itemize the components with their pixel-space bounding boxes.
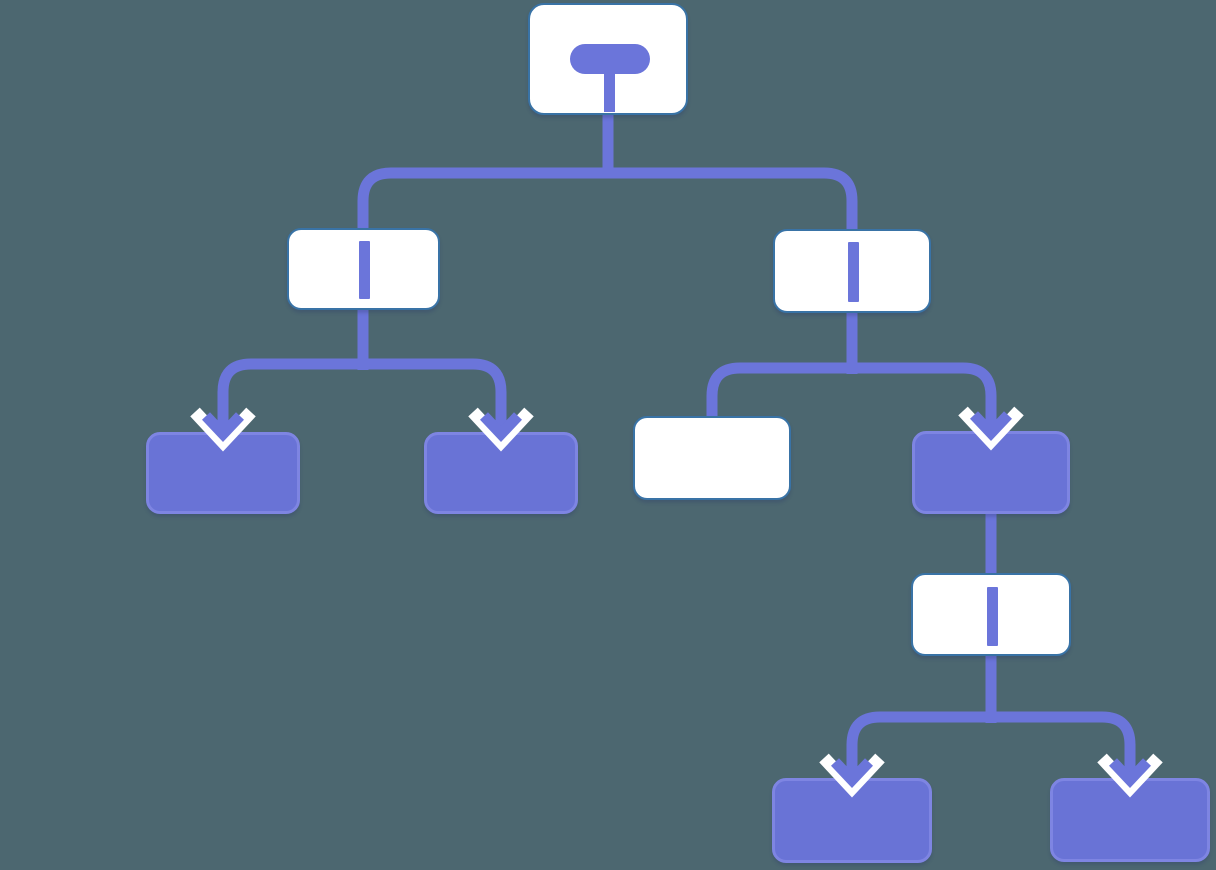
node-leaf-f[interactable] — [1050, 778, 1210, 862]
node-c[interactable] — [633, 416, 791, 500]
vertical-line-glyph — [848, 242, 859, 302]
vertical-line-glyph — [987, 587, 998, 646]
edge-root-to-branches — [357, 167, 858, 230]
edge-branch-lower-to-leaves — [846, 711, 1136, 772]
node-root[interactable] — [528, 3, 688, 115]
edge-branch-left-to-leaves — [217, 358, 507, 426]
node-leaf-b[interactable] — [424, 432, 578, 514]
node-leaf-e[interactable] — [772, 778, 932, 863]
node-leaf-a[interactable] — [146, 432, 300, 514]
node-branch-left[interactable] — [287, 228, 440, 310]
node-d[interactable] — [912, 431, 1070, 514]
vertical-line-glyph — [359, 241, 370, 299]
pill-stem-glyph — [604, 73, 615, 112]
node-branch-lower[interactable] — [911, 573, 1071, 656]
node-branch-right[interactable] — [773, 229, 931, 313]
pill-glyph — [570, 44, 650, 74]
